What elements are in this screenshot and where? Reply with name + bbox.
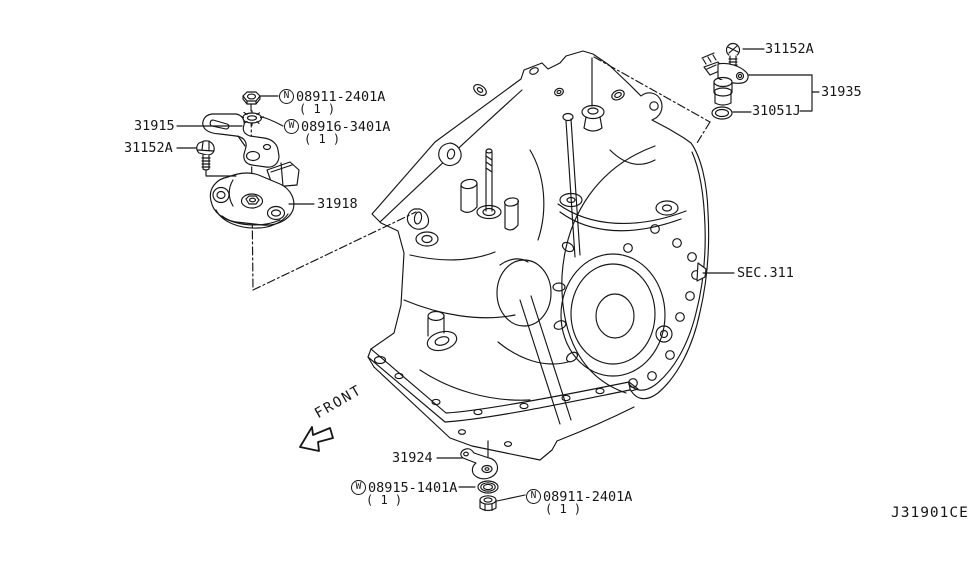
lock-washer-drawing	[239, 110, 265, 126]
part-number: 08911-2401A	[296, 88, 386, 105]
part-number: 31924	[392, 450, 433, 466]
part-number: 31051J	[752, 103, 801, 119]
callout-washer-bottom: W 08915-1401A	[351, 480, 457, 495]
part-number: 08916-3401A	[301, 118, 391, 135]
callout-lock-washer-top: W 08916-3401A	[284, 119, 390, 134]
section-label: SEC.311	[737, 265, 794, 281]
inhibitor-switch-drawing	[209, 161, 300, 229]
part-number: 08911-2401A	[543, 488, 633, 505]
part-number: 31152A	[765, 41, 814, 57]
part-number: 08915-1401A	[368, 479, 458, 496]
o-ring-drawing	[711, 106, 733, 120]
part-number: 31915	[134, 118, 175, 134]
quantity-note: ( 1 )	[304, 132, 341, 146]
nut-bottom-drawing	[479, 495, 497, 512]
circled-w-badge: W	[284, 119, 299, 134]
callout-o-ring: 31051J	[752, 104, 801, 118]
bolt-left-drawing	[196, 140, 215, 171]
drain-lever-drawing	[460, 448, 499, 480]
callout-drain-lever: 31924	[392, 451, 433, 465]
circled-w-badge: W	[351, 480, 366, 495]
part-number: 31935	[821, 84, 862, 100]
callout-nut-top: N 08911-2401A	[279, 89, 385, 104]
washer-bottom-drawing	[477, 480, 499, 494]
circled-n-badge: N	[526, 489, 541, 504]
callout-sensor-assembly: 31935	[821, 85, 862, 99]
leader-lines	[176, 48, 820, 502]
callout-inhibitor-switch: 31918	[317, 197, 358, 211]
drawing-code: J31901CE	[891, 505, 969, 521]
callout-nut-bottom: N 08911-2401A	[526, 489, 632, 504]
nut-top-drawing	[242, 91, 261, 105]
transmission-case-drawing	[367, 50, 710, 463]
quantity-note: ( 1 )	[545, 502, 582, 516]
section-reference: SEC.311	[737, 266, 794, 280]
front-arrow	[299, 426, 334, 452]
part-number: 31152A	[124, 140, 173, 156]
callout-bracket: 31915	[134, 119, 175, 133]
quantity-note: ( 1 )	[366, 493, 403, 507]
callout-bolt-left: 31152A	[124, 141, 173, 155]
revolution-sensor-drawing	[701, 52, 749, 106]
quantity-note: ( 1 )	[299, 102, 336, 116]
bracket-drawing	[202, 113, 280, 168]
callout-bolt-top: 31152A	[765, 42, 814, 56]
part-number: 31918	[317, 196, 358, 212]
circled-n-badge: N	[279, 89, 294, 104]
